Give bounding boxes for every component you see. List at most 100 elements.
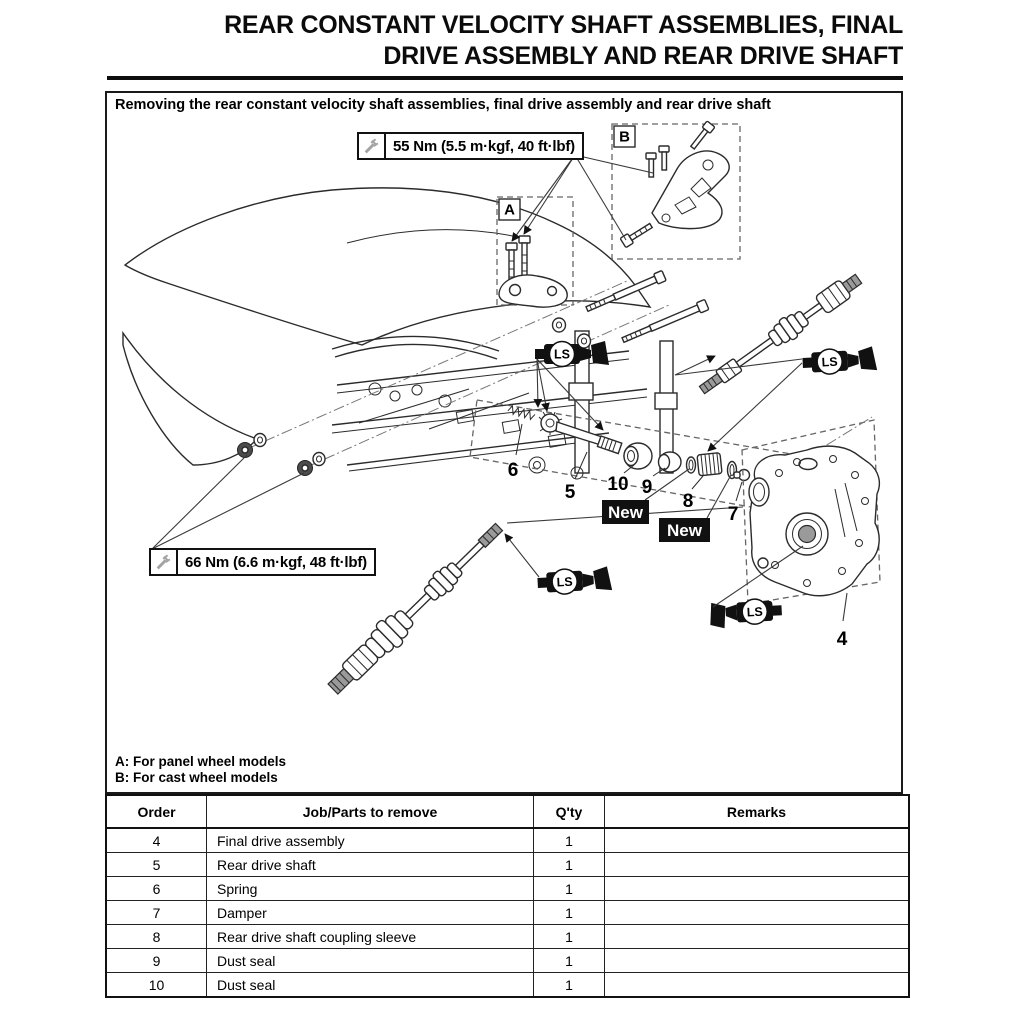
detail-a-label-box	[498, 198, 521, 221]
header-qty: Q'ty	[533, 794, 605, 829]
svg-text:New: New	[608, 503, 644, 522]
cv-shaft-upper	[698, 273, 863, 395]
qty-cell: 1	[533, 900, 605, 925]
bracket-bolt-4	[658, 145, 670, 171]
job-cell: Spring	[206, 876, 534, 901]
order-cell: 6	[105, 876, 207, 901]
qty-cell: 1	[533, 972, 605, 998]
order-cell: 9	[105, 948, 207, 973]
note-b: B: For cast wheel models	[115, 770, 278, 785]
spring-6	[507, 404, 536, 421]
header-job: Job/Parts to remove	[206, 794, 534, 829]
table-row: 6 Spring 1	[105, 876, 910, 901]
table-row: 4 Final drive assembly 1	[105, 827, 910, 853]
order-cell: 4	[105, 827, 207, 853]
job-cell: Final drive assembly	[206, 827, 534, 853]
bracket-bolt-2	[518, 235, 531, 280]
order-cell: 7	[105, 900, 207, 925]
detail-b-label: B	[619, 129, 630, 146]
torque-callout-55: 55 Nm (5.5 m·kgf, 40 ft·lbf)	[357, 132, 584, 160]
torque-value: 66 Nm (6.6 m·kgf, 48 ft·lbf)	[185, 553, 367, 571]
torque-callout-66: 66 Nm (6.6 m·kgf, 48 ft·lbf)	[149, 548, 376, 576]
page-title: REAR CONSTANT VELOCITY SHAFT ASSEMBLIES,…	[143, 10, 903, 72]
cast-wheel-bracket	[651, 150, 730, 230]
remarks-cell	[604, 948, 910, 973]
table-row: 10 Dust seal 1	[105, 972, 910, 998]
remarks-cell	[604, 827, 910, 853]
part-number-7: 7	[728, 504, 739, 525]
figure-caption: Removing the rear constant velocity shaf…	[115, 97, 771, 113]
detail-b-label-box	[613, 125, 636, 148]
pivot-bolt-long-2	[621, 299, 710, 344]
order-cell: 5	[105, 852, 207, 877]
dust-seal-10	[623, 442, 653, 470]
qty-cell: 1	[533, 924, 605, 949]
new-badge-2: New	[659, 474, 732, 542]
figure-notes: A: For panel wheel models B: For cast wh…	[115, 754, 286, 786]
torque-value: 55 Nm (5.5 m·kgf, 40 ft·lbf)	[393, 137, 575, 155]
vehicle-frame-sketch	[122, 187, 678, 480]
table-header-row: Order Job/Parts to remove Q'ty Remarks	[105, 794, 910, 829]
bracket-bolt-3	[645, 152, 657, 178]
table-row: 7 Damper 1	[105, 900, 910, 925]
job-cell: Rear drive shaft coupling sleeve	[206, 924, 534, 949]
table-row: 9 Dust seal 1	[105, 948, 910, 973]
order-cell: 8	[105, 924, 207, 949]
title-rule	[107, 76, 903, 80]
ls-grease-icon-3: LS	[537, 566, 613, 595]
wrench-icon	[151, 550, 178, 574]
bracket-bolt-6	[619, 222, 654, 248]
qty-cell: 1	[533, 852, 605, 877]
parts-table: Order Job/Parts to remove Q'ty Remarks 4…	[105, 794, 910, 998]
part-number-labels: 6 5 10 9 8 7 4	[508, 423, 848, 650]
header-order: Order	[105, 794, 207, 829]
ls-label: LS	[746, 605, 763, 620]
part-number-9: 9	[642, 477, 653, 498]
remarks-cell	[604, 972, 910, 998]
job-cell: Damper	[206, 900, 534, 925]
order-cell: 10	[105, 972, 207, 998]
note-a: A: For panel wheel models	[115, 754, 287, 769]
exploded-diagram: A	[122, 120, 881, 695]
qty-cell: 1	[533, 827, 605, 853]
leader-lines	[151, 154, 654, 550]
detail-a-label: A	[504, 202, 515, 219]
ls-grease-icon-1: LS	[535, 340, 609, 368]
remarks-cell	[604, 900, 910, 925]
coupling-sleeve-8	[696, 452, 738, 480]
table-row: 5 Rear drive shaft 1	[105, 852, 910, 877]
page-title-line1: REAR CONSTANT VELOCITY SHAFT ASSEMBLIES,…	[224, 11, 903, 39]
part-number-6: 6	[508, 460, 519, 481]
remarks-cell	[604, 876, 910, 901]
remarks-cell	[604, 852, 910, 877]
ls-grease-icon-4: LS	[710, 598, 782, 629]
detail-b-group: B	[611, 120, 741, 260]
pivot-bolt-long-1	[585, 270, 667, 313]
ls-label: LS	[821, 355, 838, 370]
header-remarks: Remarks	[604, 794, 910, 829]
part-number-4: 4	[837, 629, 848, 650]
damper-7	[733, 468, 751, 482]
job-cell: Dust seal	[206, 972, 534, 998]
rear-drive-shaft-5	[538, 411, 623, 455]
page-title-line2: DRIVE ASSEMBLY AND REAR DRIVE SHAFT	[383, 42, 903, 70]
remarks-cell	[604, 924, 910, 949]
part-number-5: 5	[565, 482, 576, 503]
cv-shaft-lower	[327, 522, 504, 695]
job-cell: Dust seal	[206, 948, 534, 973]
qty-cell: 1	[533, 948, 605, 973]
ls-label: LS	[556, 575, 573, 590]
table-row: 8 Rear drive shaft coupling sleeve 1	[105, 924, 910, 949]
part-number-8: 8	[683, 491, 694, 512]
shaft-bracket-plate	[498, 274, 568, 308]
part-number-10: 10	[607, 474, 628, 495]
dust-seal-9	[657, 451, 697, 474]
ls-label: LS	[554, 348, 570, 362]
svg-text:New: New	[667, 521, 703, 540]
axle-nut-group	[237, 280, 670, 476]
qty-cell: 1	[533, 876, 605, 901]
bracket-bolt-5	[689, 120, 716, 150]
final-drive-assembly	[741, 416, 881, 622]
job-cell: Rear drive shaft	[206, 852, 534, 877]
final-drive-dashed-outline	[741, 419, 881, 605]
